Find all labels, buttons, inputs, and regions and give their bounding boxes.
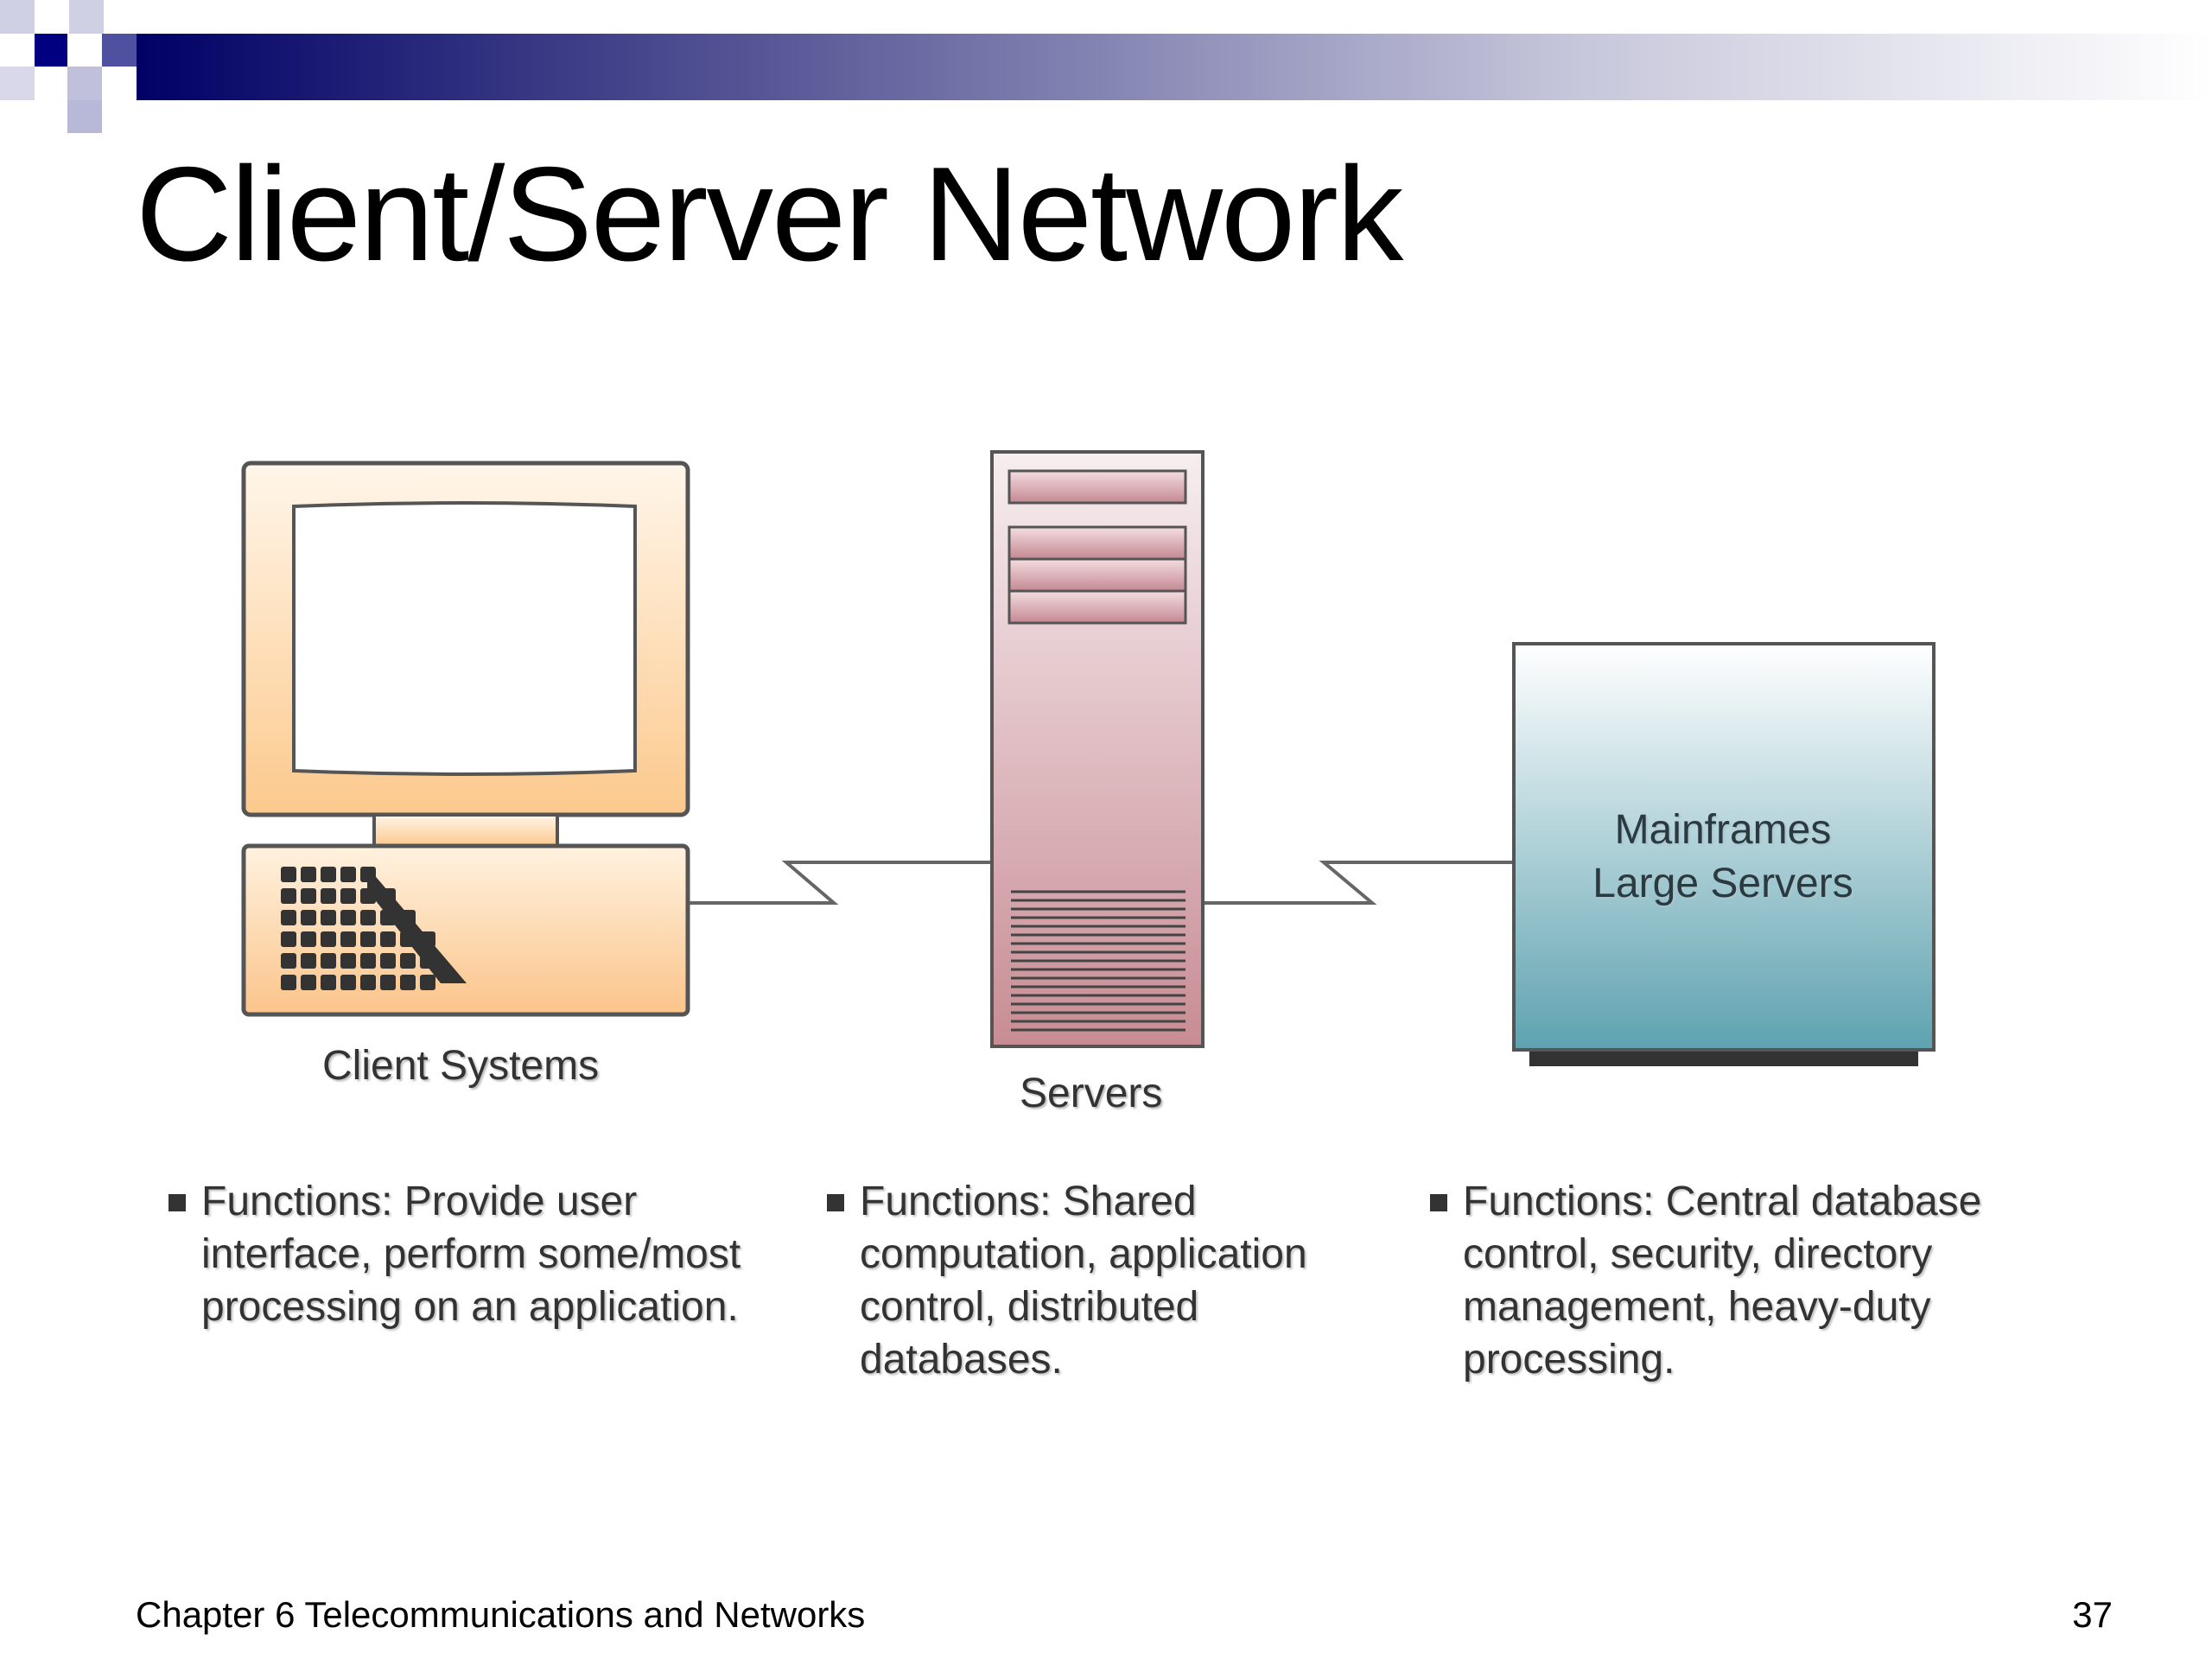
- client-computer-icon: [241, 461, 690, 1017]
- server-tower-icon: [990, 450, 1205, 1048]
- client-functions-text: Functions: Provide user interface, perfo…: [168, 1175, 806, 1333]
- function-line: Functions: Shared: [860, 1179, 1197, 1224]
- function-line: databases.: [860, 1337, 1063, 1382]
- function-line: Functions: Central database: [1463, 1179, 1982, 1224]
- function-line: computation, application: [860, 1231, 1307, 1277]
- footer-chapter-text: Chapter 6 Telecommunications and Network…: [136, 1594, 866, 1635]
- function-line: Functions: Provide user: [201, 1179, 638, 1224]
- page-number: 37: [2072, 1594, 2113, 1635]
- bullet-square-icon: [827, 1194, 844, 1211]
- mainframe-label-line2: Large Servers: [1592, 861, 1853, 906]
- function-line: processing.: [1463, 1337, 1675, 1382]
- header-square-light: [0, 0, 35, 34]
- header-gradient-bar: [137, 34, 2212, 100]
- function-line: control, distributed: [860, 1284, 1199, 1330]
- bullet-square-icon: [168, 1194, 186, 1211]
- server-functions-text: Functions: Shared computation, applicati…: [827, 1175, 1395, 1386]
- header-square-dark: [35, 34, 67, 67]
- servers-label: Servers: [1020, 1071, 1163, 1116]
- header-square-light: [67, 100, 102, 133]
- header-square-light: [69, 0, 104, 34]
- connection-client-server: [687, 861, 992, 905]
- mainframe-functions-text: Functions: Central database control, sec…: [1430, 1175, 2085, 1386]
- function-line: control, security, directory: [1463, 1231, 1933, 1277]
- client-systems-label: Client Systems: [322, 1043, 600, 1089]
- function-line: interface, perform some/most: [201, 1231, 741, 1277]
- function-line: management, heavy-duty: [1463, 1284, 1931, 1330]
- connection-server-mainframe: [1203, 861, 1512, 905]
- mainframe-label: Mainframes Large Servers: [1516, 804, 1930, 911]
- keyboard-keys-icon: [281, 867, 467, 990]
- function-line: processing on an application.: [201, 1284, 739, 1330]
- header-square-mid: [102, 34, 137, 67]
- header-square-light: [67, 67, 102, 100]
- mainframe-label-line1: Mainframes: [1614, 807, 1832, 853]
- bullet-square-icon: [1430, 1194, 1447, 1211]
- server-vent-lines: [1011, 890, 1185, 1032]
- slide-title: Client/Server Network: [136, 139, 1403, 289]
- header-square-light: [0, 67, 35, 100]
- mainframe-box-icon: [1512, 642, 1936, 1066]
